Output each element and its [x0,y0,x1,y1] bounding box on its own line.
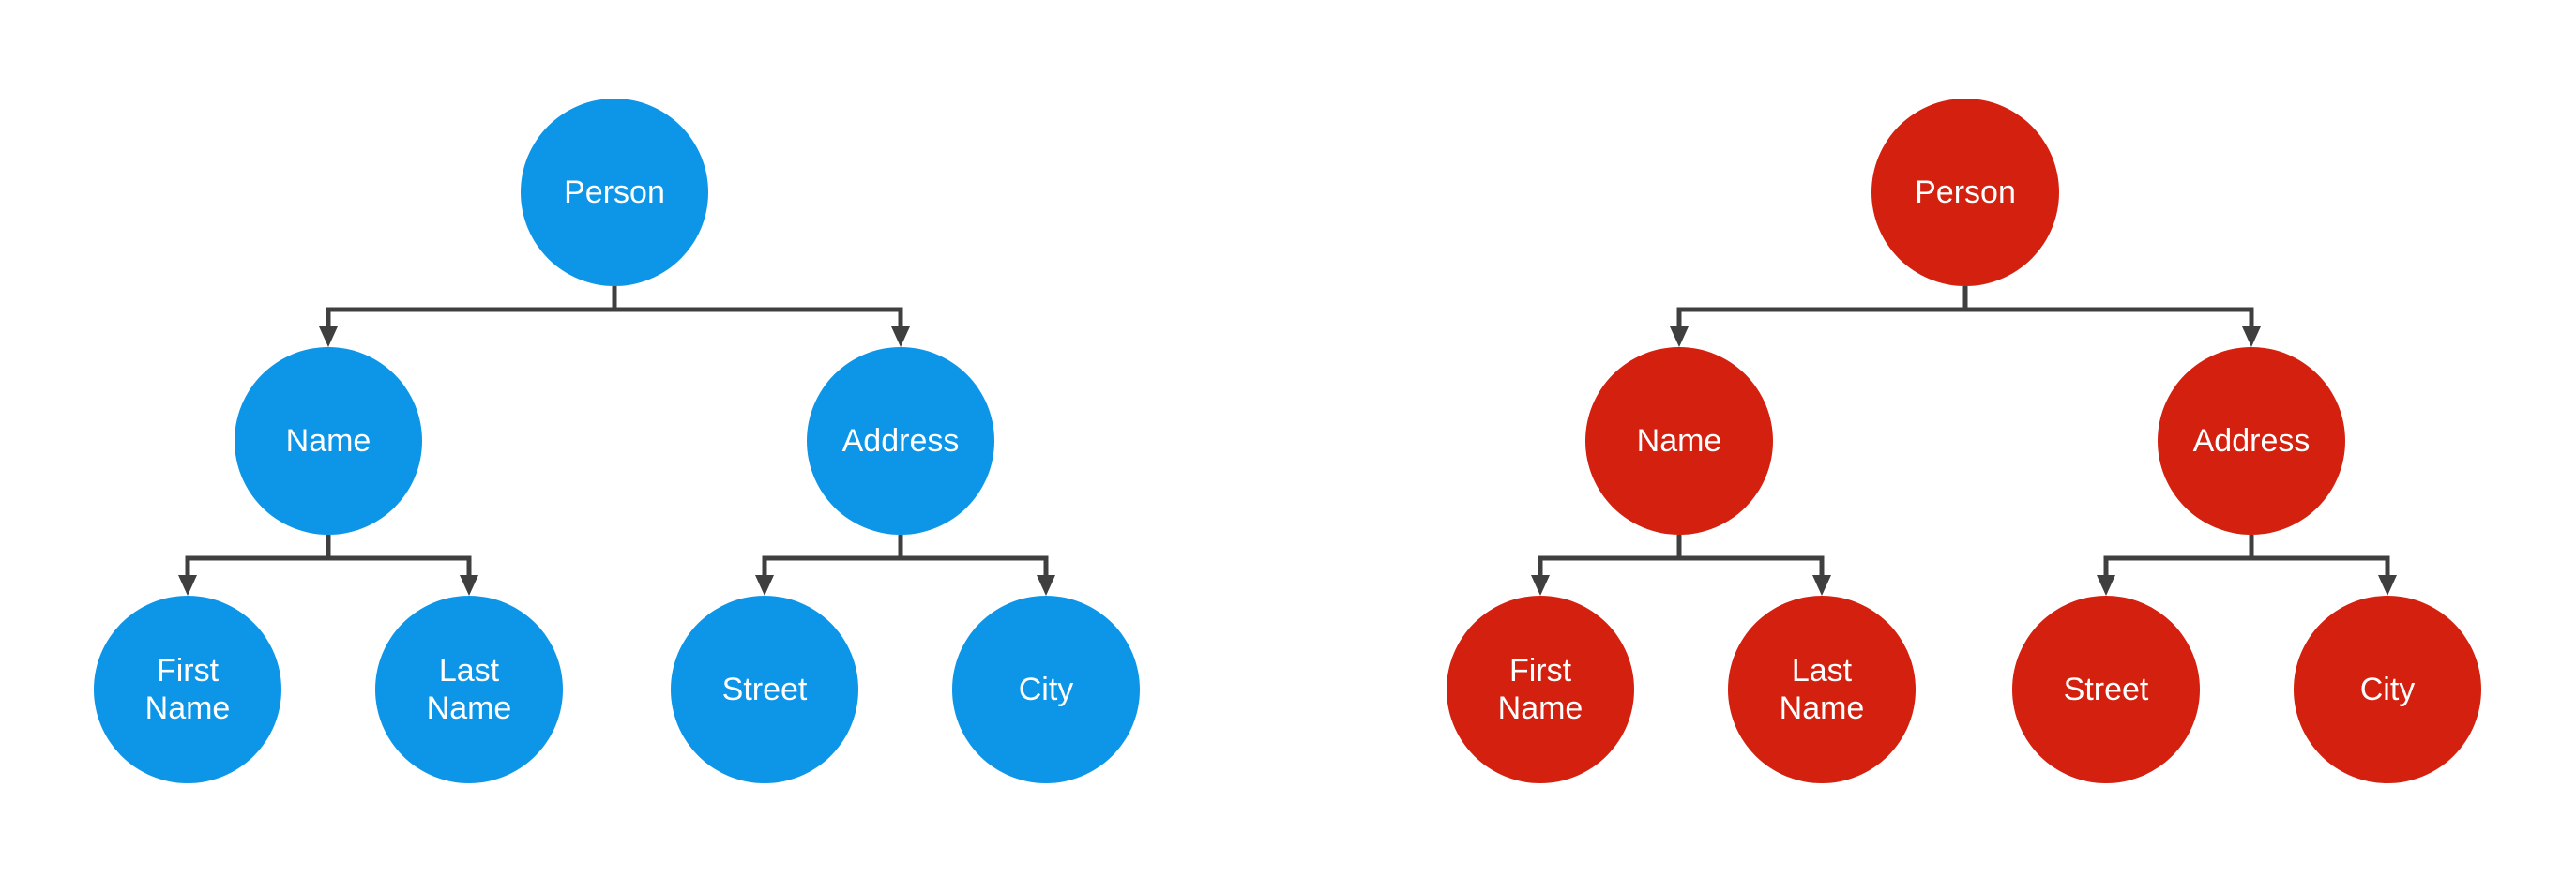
arrowhead-icon [2097,575,2115,596]
tree-node-label: Name [285,422,371,459]
tree-node-city[interactable]: City [2294,596,2481,783]
tree-node-street[interactable]: Street [671,596,858,783]
arrowhead-icon [1037,575,1055,596]
tree-node-name[interactable]: Name [235,347,422,535]
arrowhead-icon [1812,575,1831,596]
tree-node-last-name[interactable]: Last Name [1728,596,1916,783]
arrowhead-icon [1670,326,1689,347]
tree-node-label: Street [2063,671,2149,707]
arrowhead-icon [460,575,478,596]
tree-node-person[interactable]: Person [521,99,708,286]
tree-node-label: Address [2192,422,2311,459]
tree-node-label: First Name [144,652,231,726]
tree-node-label: City [2359,671,2416,707]
arrowhead-icon [2378,575,2397,596]
arrowhead-icon [755,575,774,596]
tree-node-label: First Name [1497,652,1583,726]
arrowhead-icon [178,575,197,596]
tree-node-street[interactable]: Street [2012,596,2200,783]
tree-node-label: Person [564,174,665,210]
tree-node-first-name[interactable]: First Name [94,596,281,783]
tree-node-city[interactable]: City [952,596,1140,783]
tree-node-address[interactable]: Address [2158,347,2345,535]
tree-node-name[interactable]: Name [1585,347,1773,535]
tree-node-label: Address [841,422,960,459]
tree-node-label: Last Name [1779,652,1865,726]
arrowhead-icon [319,326,338,347]
tree-node-label: Person [1915,174,2016,210]
tree-node-label: Street [721,671,808,707]
tree-node-person[interactable]: Person [1871,99,2059,286]
tree-node-label: City [1018,671,1074,707]
arrowhead-icon [1531,575,1550,596]
tree-node-first-name[interactable]: First Name [1447,596,1634,783]
tree-node-label: Name [1636,422,1722,459]
tree-node-label: Last Name [426,652,512,726]
arrowhead-icon [891,326,910,347]
arrowhead-icon [2242,326,2261,347]
tree-node-last-name[interactable]: Last Name [375,596,563,783]
tree-node-address[interactable]: Address [807,347,994,535]
